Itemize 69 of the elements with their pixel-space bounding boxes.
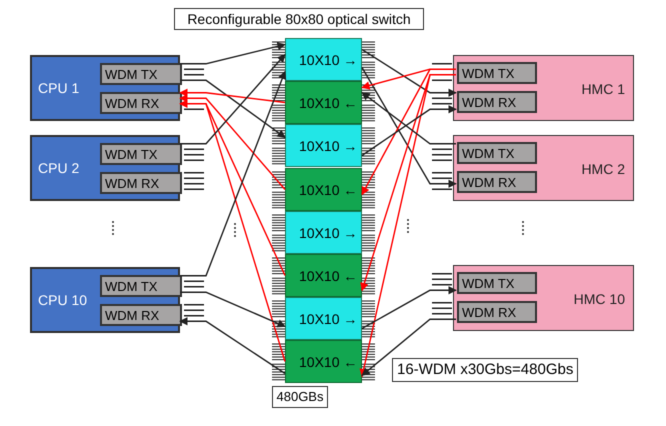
- wdm-module: [100, 172, 182, 194]
- wdm-module: [100, 304, 182, 326]
- fiber-link-arrow: [362, 286, 457, 330]
- switch-block: [285, 297, 362, 340]
- module-label: WDM RX: [462, 304, 516, 322]
- wdm-module: [100, 63, 182, 85]
- switch-block: [285, 168, 362, 211]
- module-label: WDM RX: [105, 95, 160, 113]
- switch-block: [285, 211, 362, 254]
- wdm-module: [457, 91, 537, 113]
- module-label: WDM RX: [462, 94, 516, 112]
- switch-block: [285, 340, 362, 383]
- memory-box: [453, 265, 634, 331]
- module-label: WDM TX: [105, 146, 158, 164]
- unit-label: CPU 10: [38, 291, 88, 309]
- fiber-link-arrow: [361, 92, 456, 144]
- wdm-module: [100, 143, 182, 165]
- cpu-box: [30, 55, 180, 121]
- module-label: WDM RX: [105, 175, 160, 193]
- wdm-module: [100, 275, 182, 297]
- wdm-module: [457, 142, 537, 164]
- switch-block: [285, 38, 362, 81]
- unit-label: HMC 1: [581, 80, 625, 98]
- switch-block: [285, 254, 362, 297]
- block-label: 10X10 ←: [299, 181, 358, 199]
- module-label: WDM TX: [462, 275, 514, 293]
- unit-label: CPU 1: [38, 79, 80, 97]
- block-label: 10X10 →: [299, 51, 358, 69]
- unit-label: HMC 2: [581, 160, 625, 178]
- cpu-box: [30, 267, 180, 333]
- fiber-link-arrow: [179, 317, 286, 374]
- module-label: WDM TX: [105, 66, 158, 84]
- module-label: WDM TX: [462, 65, 514, 83]
- switch-block: [285, 81, 362, 124]
- switch-title: Reconfigurable 80x80 optical switch: [174, 8, 424, 30]
- block-label: 10X10 ←: [299, 353, 358, 371]
- fiber-link-arrow: [180, 42, 286, 64]
- fiber-link-arrow: [180, 80, 286, 138]
- block-label: 10X10 →: [299, 137, 358, 155]
- block-label: 10X10 ←: [299, 94, 358, 112]
- fiber-link-arrow: [362, 48, 457, 97]
- module-label: WDM TX: [105, 278, 158, 296]
- block-label: 10X10 →: [299, 224, 358, 242]
- block-label: 10X10 ←: [299, 267, 358, 285]
- module-label: WDM RX: [462, 174, 516, 192]
- cpu-box: [30, 135, 180, 201]
- fiber-link-arrow: [361, 318, 456, 376]
- memory-box: [453, 55, 634, 121]
- block-label: 10X10 →: [299, 310, 358, 328]
- wdm-module: [457, 62, 537, 84]
- unit-label: HMC 10: [574, 290, 625, 308]
- wdm-module: [457, 301, 537, 323]
- fiber-link-arrow: [180, 54, 286, 144]
- fiber-link-arrow: [179, 88, 286, 104]
- module-label: WDM RX: [105, 307, 160, 325]
- capacity-label: 480GBs: [272, 386, 328, 408]
- module-label: WDM TX: [462, 145, 514, 163]
- wdm-module: [457, 272, 537, 294]
- fiber-link-arrow: [180, 292, 286, 328]
- switch-block: [285, 124, 362, 167]
- fiber-link-arrow: [179, 94, 286, 190]
- fiber-link-arrow: [362, 105, 457, 156]
- bandwidth-note: 16-WDM x30Gbs=480Gbs: [392, 358, 578, 382]
- fiber-link-arrow: [179, 100, 286, 362]
- memory-box: [453, 135, 634, 201]
- wdm-module: [100, 92, 182, 114]
- fiber-link-arrow: [180, 70, 286, 276]
- wdm-module: [457, 171, 537, 193]
- unit-label: CPU 2: [38, 159, 80, 177]
